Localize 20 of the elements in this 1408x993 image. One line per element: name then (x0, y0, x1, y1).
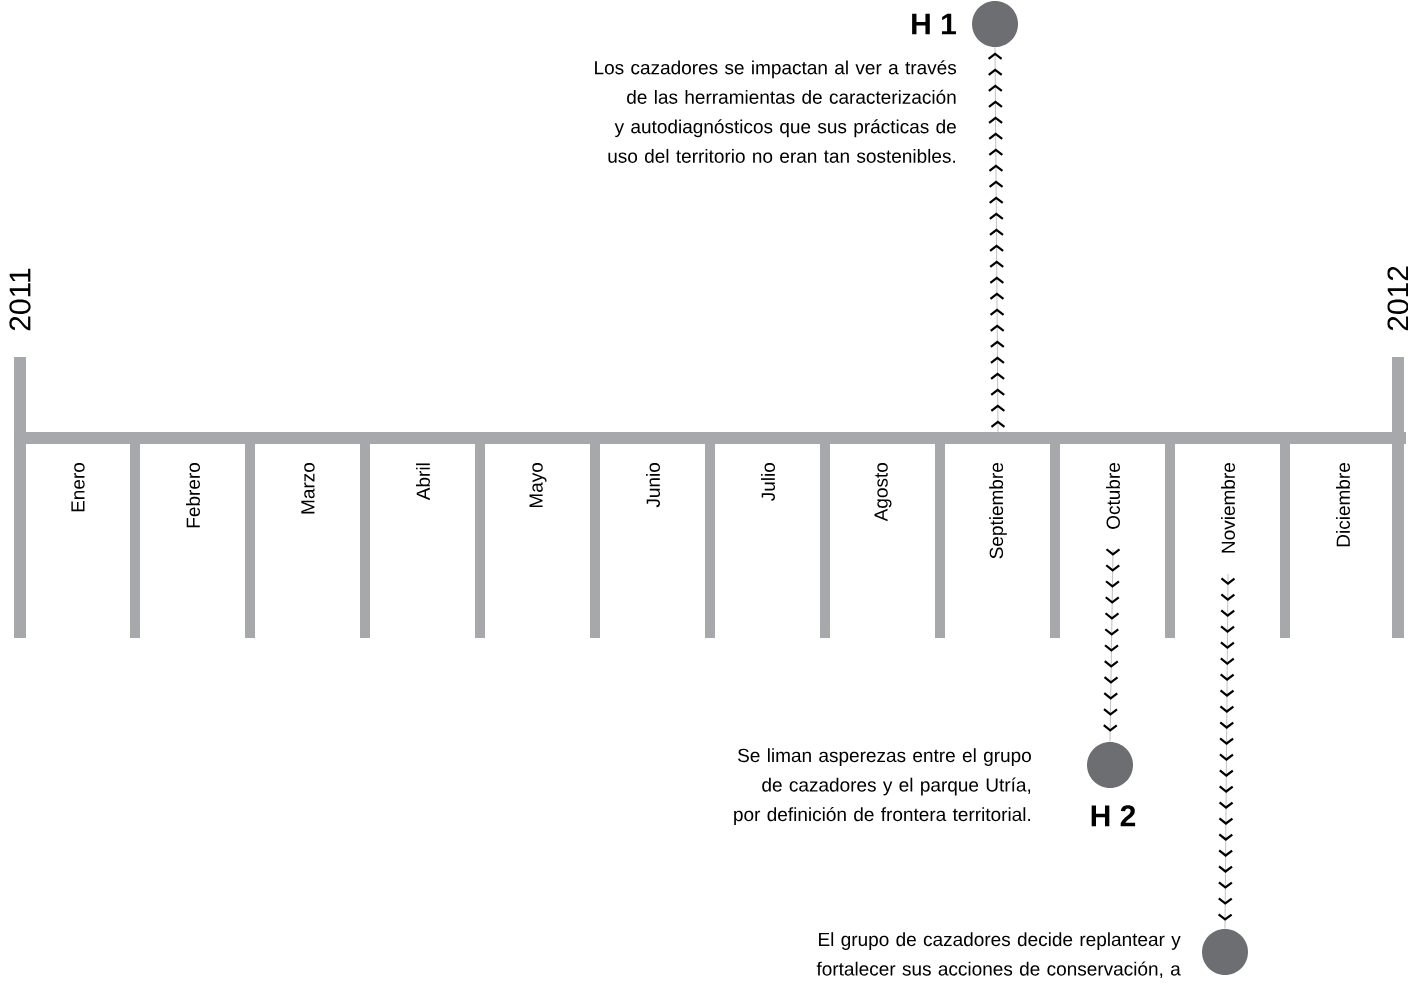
month-label: Diciembre (1336, 463, 1350, 547)
milestone-label: H 2 (1091, 805, 1136, 827)
month-label: Septiembre (989, 463, 1007, 559)
month-label: Octubre (1106, 463, 1120, 529)
year-label: 2012 (1387, 266, 1408, 331)
month-label: Agosto (874, 463, 892, 522)
milestone-description: Se liman asperezas entre el grupo de cazadores y el parque Utría, por definición de frontera territorial. (734, 748, 1031, 825)
month-label: Mayo (529, 463, 547, 508)
month-label: Abril (416, 463, 430, 501)
month-label: Marzo (301, 463, 315, 514)
year-label: 2011 (9, 268, 31, 331)
month-label: Febrero (186, 463, 200, 528)
month-label: Junio (646, 463, 660, 508)
milestone-description: Los cazadores se impactan al ver a través de las herramientas de caracterización y autodiagnósticos que sus prácticas de uso del territorio no eran tan sostenibles. (595, 60, 957, 163)
month-label: Julio (761, 463, 775, 501)
month-label: Noviembre (1221, 463, 1235, 553)
chevron-arrow (1103, 548, 1121, 743)
milestone-description: El grupo de cazadores decide replantear y fortalecer sus acciones de conservación, a (816, 932, 1181, 978)
milestone-label: H 1 (912, 13, 956, 35)
month-label: Enero (71, 463, 85, 512)
